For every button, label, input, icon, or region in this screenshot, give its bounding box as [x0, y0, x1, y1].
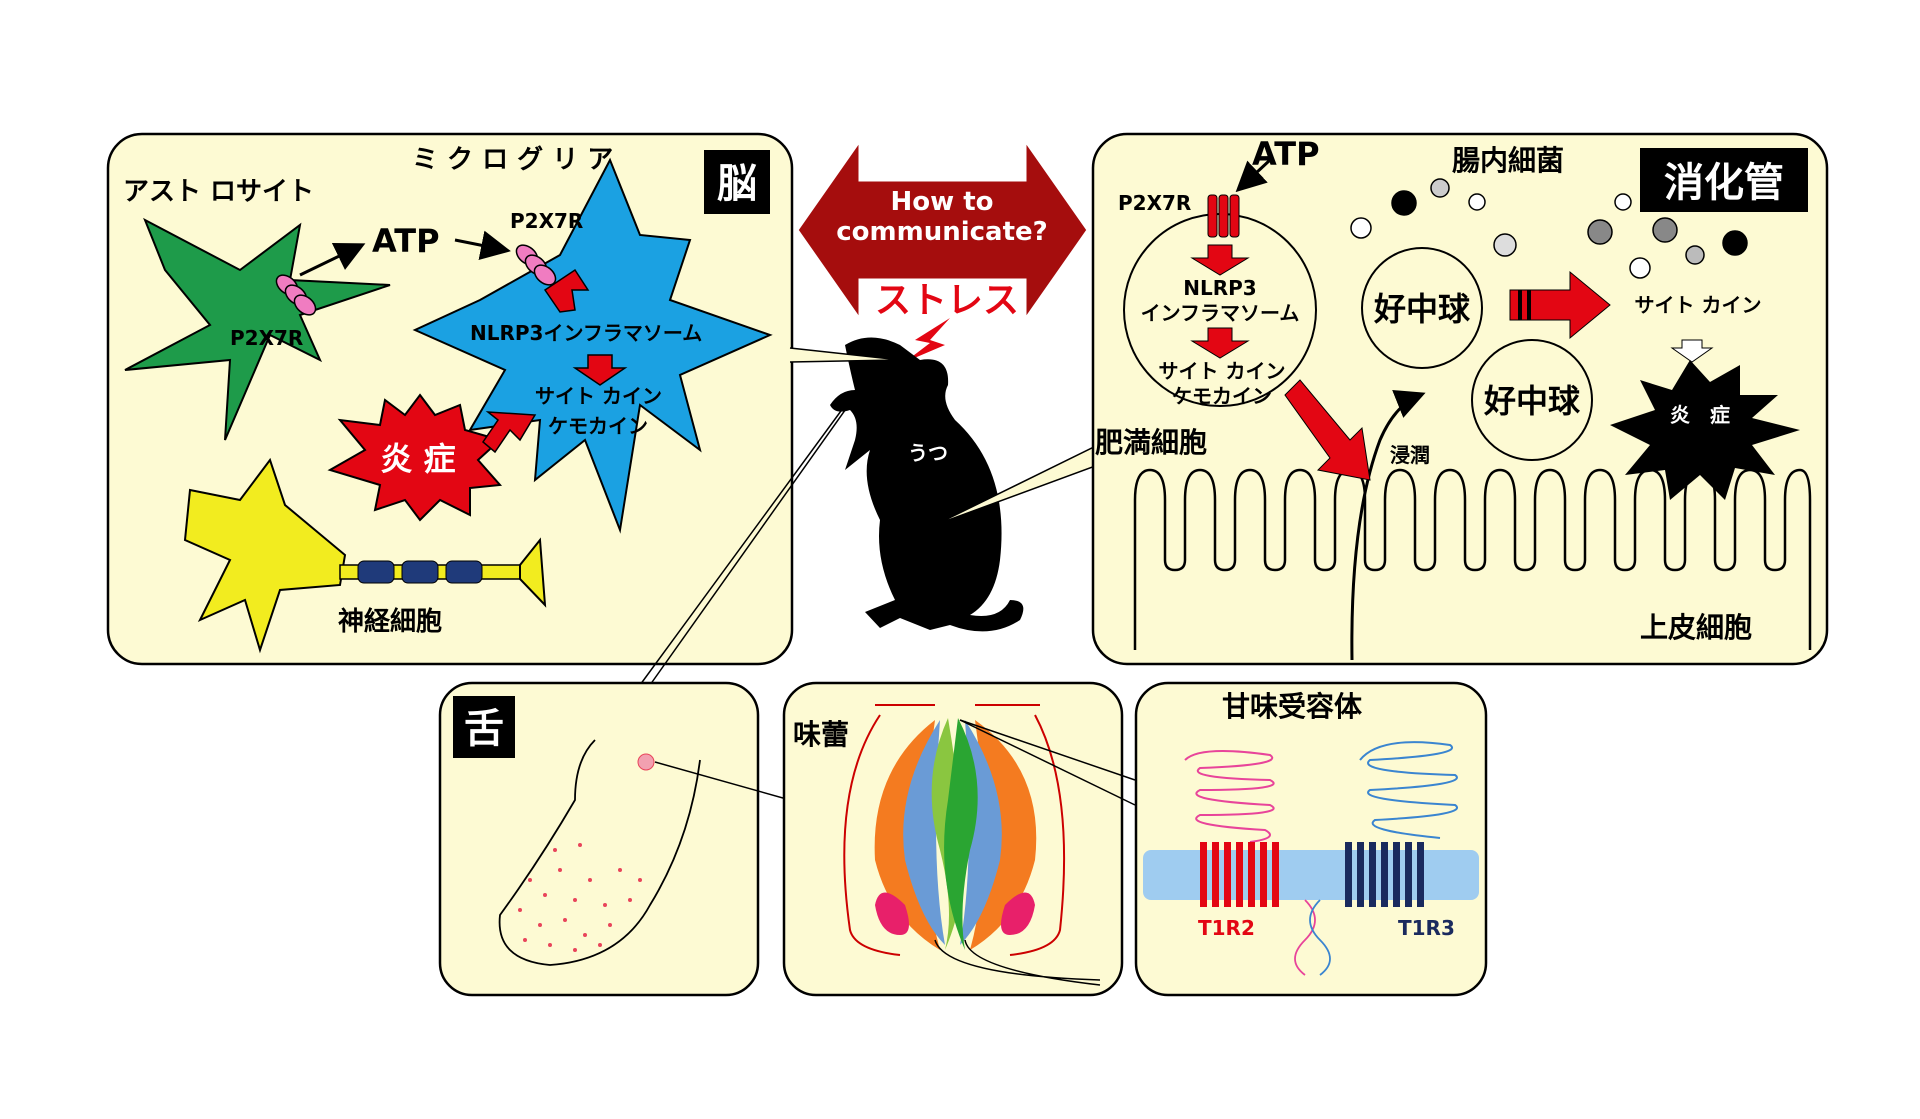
gut-chemokine-label: ケモカイン	[1172, 384, 1272, 408]
bacteria-label: 腸内細菌	[1452, 144, 1564, 177]
neuron-label: 神経細胞	[338, 606, 442, 637]
gut-panel: 消化管	[1091, 132, 1829, 666]
taste-cell-green	[944, 718, 978, 950]
neutrophil-label-2: 好中球	[1483, 382, 1581, 420]
connector-tongue-2	[639, 384, 861, 686]
p2x7r-label-microglia: P2X7R	[510, 209, 583, 233]
tongue-title: 舌	[464, 706, 504, 752]
neutrophil-label-1: 好中球	[1373, 290, 1471, 328]
arrow-mast-to-tissue	[1284, 379, 1371, 481]
nerve-fibers	[934, 939, 1101, 986]
gut-bacteria	[1350, 178, 1748, 279]
t1r2-label: T1R2	[1198, 916, 1255, 940]
arrow-down-red	[1190, 327, 1250, 359]
axon-terminal	[519, 537, 547, 608]
brain-title: 脳	[717, 161, 757, 207]
arrow-stripe	[1527, 290, 1531, 320]
infiltration-label: 浸潤	[1390, 443, 1430, 467]
cytokine-out-label: サイト カイン	[1635, 293, 1762, 317]
inflammation-burst-icon	[327, 393, 503, 522]
p2x7r-label-astrocyte: P2X7R	[230, 326, 303, 350]
arrow-stripe	[1518, 290, 1522, 320]
t1r2-extracellular-domain	[1184, 750, 1275, 843]
arrow-label-line-2: communicate?	[836, 217, 1048, 247]
nlrp3-label: NLRP3インフラマソーム	[470, 321, 702, 345]
cell-membrane	[1143, 850, 1479, 900]
gut-p2x7r-label: P2X7R	[1118, 191, 1191, 215]
arrow-down-red	[572, 354, 628, 386]
taste-bud-outline	[843, 704, 1066, 956]
arrow-to-atp	[299, 242, 366, 277]
communication-arrow: How to communicate?	[795, 135, 1090, 325]
receptor-panel: 甘味受容体 T1R2 T1R3	[1134, 681, 1488, 997]
myelin-sheath-3	[445, 560, 483, 584]
p2x7r-receptor-icon	[515, 244, 557, 286]
taste-cell-pink	[1001, 892, 1035, 935]
neutrophil-cell	[1471, 339, 1593, 461]
arrow-receptor-to-nlrp3	[543, 268, 590, 313]
tongue-outline	[498, 739, 701, 966]
mouse-silhouette	[830, 337, 1024, 632]
arrow-to-inflammation	[481, 411, 537, 454]
atp-label: ATP	[372, 222, 440, 260]
brain-title-box	[704, 150, 770, 214]
t1r2-transmembrane	[1200, 842, 1279, 907]
stress-label: ストレス	[875, 280, 1019, 321]
connector-to-receptor	[959, 719, 1136, 781]
myelin-sheath-2	[401, 560, 439, 584]
gut-cytokine-label: サイト カイン	[1159, 359, 1286, 383]
neuron-cell	[183, 457, 347, 654]
gut-atp-label: ATP	[1252, 135, 1320, 173]
connector-brain	[789, 347, 901, 363]
arrow-atp-to-microglia	[454, 230, 511, 261]
connector-to-receptor	[959, 719, 1136, 806]
p2x7r-receptor-icon	[275, 274, 317, 316]
taste-bud-title: 味蕾	[793, 718, 849, 751]
mast-cell-label: 肥満細胞	[1095, 426, 1207, 459]
chemokine-label: ケモカイン	[548, 414, 648, 438]
tongue-papillae	[518, 843, 642, 952]
astrocyte-cell	[124, 217, 391, 441]
gut-inflammation-label: 炎 症	[1670, 403, 1730, 427]
neutrophil-cell	[1361, 247, 1483, 369]
gut-title: 消化管	[1664, 160, 1784, 206]
taste-cell-pink	[875, 892, 909, 935]
inflammation-label: 炎 症	[380, 440, 455, 478]
depression-label: うつ	[908, 441, 948, 465]
tongue-title-box	[453, 696, 515, 758]
microglia-label: ミ ク ロ グ リ ア	[412, 145, 613, 175]
connector-to-taste-bud	[654, 761, 791, 801]
microglia-cell	[412, 157, 773, 534]
t1r3-label: T1R3	[1398, 916, 1455, 940]
tongue-panel: 舌	[438, 681, 791, 997]
gut-title-box	[1640, 148, 1808, 212]
taste-bud-panel: 味蕾	[782, 681, 1136, 997]
intracellular-tail	[1294, 899, 1316, 976]
brain-panel: 脳 アスト ロサイト ミ ク ロ グ リ ア ATP P2X7R P2X7R N…	[106, 132, 794, 666]
connector-tongue-1	[649, 374, 871, 686]
p2x7r-receptor-icon	[1207, 194, 1240, 238]
arrow-down-red	[1190, 244, 1250, 276]
intracellular-tail	[1309, 899, 1331, 976]
t1r3-transmembrane	[1345, 842, 1424, 907]
arrow-atp-to-receptor	[1235, 158, 1272, 193]
epithelium-label: 上皮細胞	[1640, 611, 1752, 644]
inflammation-burst-icon	[1610, 360, 1800, 500]
myelin-sheath-1	[357, 560, 395, 584]
gut-nlrp3-label: NLRP3	[1183, 276, 1256, 300]
t1r3-extracellular-domain	[1359, 741, 1458, 839]
arrow-down-white	[1670, 339, 1714, 363]
astrocyte-label: アスト ロサイト	[123, 177, 314, 207]
arrow-label-line-1: How to	[891, 187, 994, 217]
receptor-title: 甘味受容体	[1222, 690, 1363, 723]
gut-inflammasome-label: インフラマソーム	[1141, 301, 1300, 325]
taste-bud-spot-icon	[637, 753, 655, 771]
infiltration-arrow	[1350, 390, 1426, 661]
lightning-icon	[905, 318, 950, 362]
cytokine-label: サイト カイン	[535, 384, 662, 408]
